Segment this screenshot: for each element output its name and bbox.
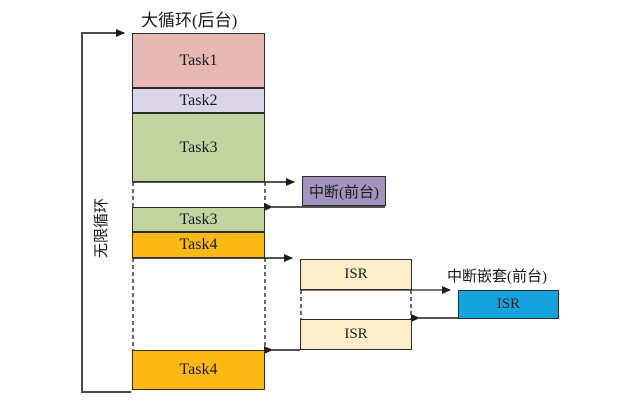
block-task1: Task1 [132, 33, 265, 88]
block-isr-upper: ISR [300, 259, 412, 290]
block-isr-nested: ISR [458, 290, 559, 319]
infinite-loop-label: 无限循环 [94, 197, 110, 258]
block-isr-lower: ISR [300, 319, 412, 350]
infinite-loop-bracket [81, 29, 131, 393]
block-task3-first: Task3 [132, 113, 265, 182]
block-task3-resumed: Task3 [132, 207, 265, 232]
title-main-loop: 大循环(后台) [141, 11, 238, 30]
block-task2: Task2 [132, 88, 265, 113]
title-nested-interrupt: 中断嵌套(前台) [447, 269, 547, 285]
block-interrupt: 中断(前台) [302, 176, 386, 206]
block-task4-resumed: Task4 [132, 350, 265, 390]
block-task4-first: Task4 [132, 232, 265, 258]
